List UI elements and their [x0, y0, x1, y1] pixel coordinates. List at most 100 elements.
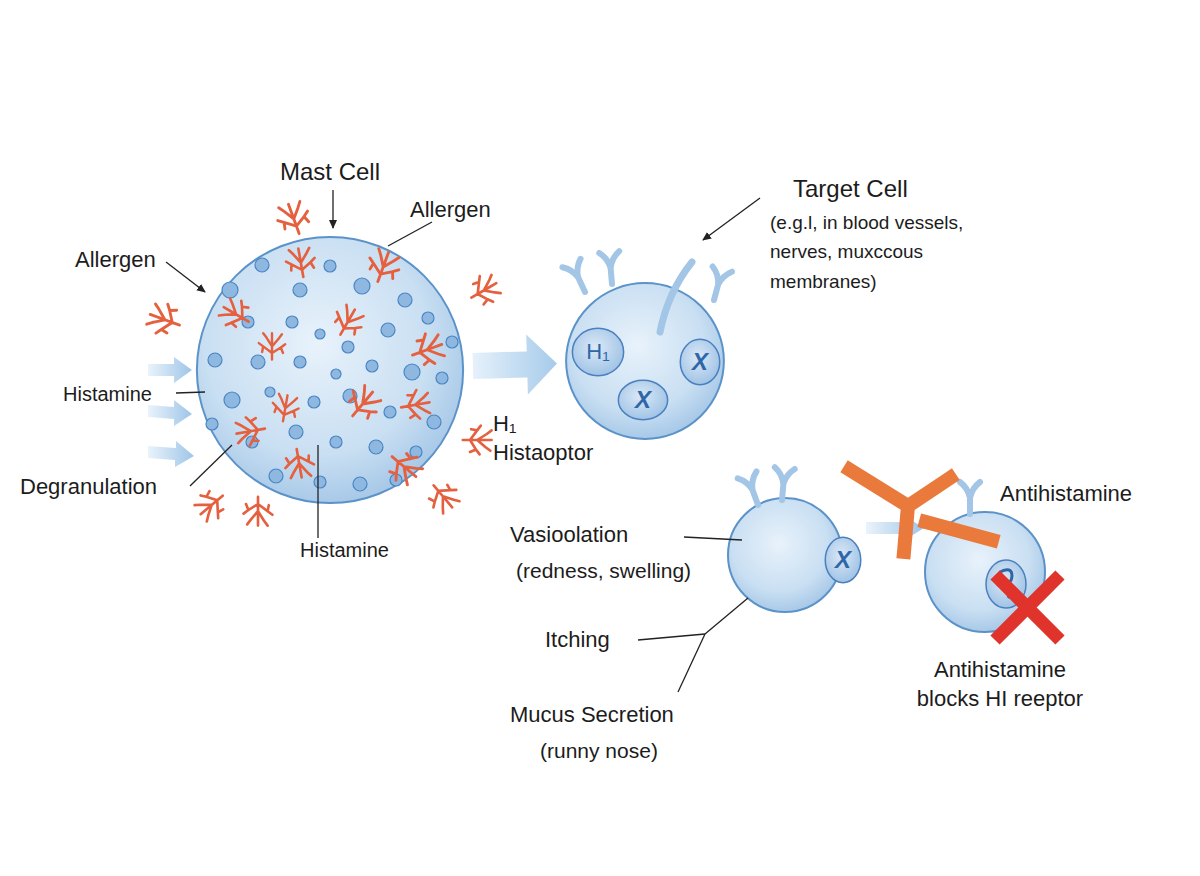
- histamine-granule: [251, 355, 265, 369]
- allergen-symbol: [244, 497, 273, 526]
- leader-line: [684, 537, 742, 540]
- leader-line: [332, 190, 333, 228]
- histamine-granule: [384, 406, 396, 418]
- cell-description: (e.g.l, in blood vessels, nerves, muxcco…: [770, 208, 1005, 296]
- histamine-granule: [342, 341, 354, 353]
- mast-cell-outline: [195, 235, 465, 505]
- leader-line: [638, 634, 705, 640]
- mast-cell: Mast Cell: [195, 235, 465, 505]
- histamine-granule: [390, 474, 402, 486]
- block-arrow: [866, 513, 924, 543]
- effect-note: (redness, swelling): [516, 557, 691, 584]
- histamine-granule: [330, 436, 342, 448]
- cell-nucleus-body: [618, 380, 667, 419]
- nucleus-text: X: [825, 537, 861, 583]
- histamine-granule: [208, 353, 222, 367]
- histamine-granule: [308, 396, 320, 408]
- part-label: Allergen: [410, 196, 491, 225]
- receptor-label: H₁ Histaoptor: [493, 410, 618, 467]
- granule-group: [206, 258, 458, 491]
- cell-nucleus: [986, 560, 1026, 608]
- effect-note: (runny nose): [540, 737, 658, 764]
- h1-receptor: [772, 467, 795, 501]
- target-cell-body: [566, 283, 724, 439]
- target-cell: Target Cell(e.g.l, in blood vessels, ner…: [565, 282, 725, 440]
- histamine-granule: [206, 418, 218, 430]
- histamine-granule: [381, 323, 395, 337]
- leader-line: [388, 222, 432, 246]
- allergen-symbol: [282, 447, 315, 480]
- allergen-symbol: [399, 388, 432, 421]
- histamine-granule: [410, 446, 422, 458]
- cell-heading: Target Cell: [793, 174, 1013, 204]
- histamine-granule: [289, 425, 303, 439]
- allergen-symbol: [259, 333, 285, 359]
- histamine-granule: [427, 415, 441, 429]
- h1-receptor: [704, 267, 732, 303]
- mast-cell-body: [197, 237, 463, 503]
- leader-lines: [166, 190, 760, 692]
- histamine-granule: [294, 356, 306, 368]
- h1-receptor: [599, 251, 622, 285]
- leader-line: [317, 445, 318, 538]
- part-label: Allergen: [75, 246, 156, 275]
- histamine-granule: [436, 372, 448, 384]
- part-label: Histamine: [300, 537, 389, 563]
- histamine-granule: [269, 469, 283, 483]
- h1-receptor: [660, 262, 692, 332]
- part-label: Histamine: [63, 381, 152, 407]
- nucleus-text: X: [618, 380, 668, 420]
- histamine-granule: [224, 392, 240, 408]
- receptor-group: [562, 251, 980, 514]
- inflow-arrow: [148, 441, 194, 467]
- histamine-granule: [446, 336, 458, 348]
- inflow-arrow: [148, 357, 192, 383]
- h1-receptor: [960, 482, 980, 514]
- allergen-symbol: [464, 271, 503, 310]
- cell-nucleus: X: [618, 380, 668, 420]
- histamine-granule: [246, 436, 258, 448]
- allergen-symbol: [270, 393, 301, 424]
- nucleus-text: X: [680, 339, 720, 385]
- allergen-symbol: [363, 247, 403, 287]
- histamine-granule: [404, 364, 420, 380]
- leader-line: [705, 598, 748, 634]
- nucleus-text: H₁: [572, 328, 624, 376]
- allergen-symbol: [328, 302, 367, 341]
- histamine-granule: [324, 260, 336, 272]
- histamine-granule: [265, 387, 275, 397]
- histamine-granule: [398, 293, 412, 307]
- histamine-granule: [343, 389, 357, 403]
- allergen-symbol: [382, 445, 426, 489]
- cell-nucleus-body: [680, 339, 719, 384]
- effect-label: Itching: [545, 626, 610, 655]
- cell-heading: Mast Cell: [195, 157, 465, 187]
- allergen-symbol: [463, 426, 492, 455]
- allergen-symbol: [423, 476, 464, 517]
- histamine-granule: [242, 316, 254, 328]
- leader-line: [166, 262, 205, 292]
- cell-nucleus: H₁: [572, 328, 624, 376]
- drug-note: Antihistamine blocks HI reeptor: [900, 656, 1100, 713]
- allergen-symbol: [145, 300, 185, 340]
- histamine-granule: [315, 329, 325, 339]
- allergen-symbol: [234, 414, 267, 447]
- allergen-symbol: [216, 295, 255, 334]
- part-label: Degranulation: [20, 473, 157, 502]
- drug-label: Antihistamine: [1000, 480, 1132, 509]
- effect-label: Vasioolation: [510, 521, 628, 550]
- leader-line: [176, 392, 205, 393]
- histamine-granule: [366, 360, 378, 372]
- histamine-granule: [353, 477, 367, 491]
- cell-nucleus-body: [572, 328, 623, 375]
- leader-line: [678, 634, 705, 692]
- cell-nucleus: X: [680, 339, 720, 385]
- cell-nucleus: X: [825, 537, 861, 583]
- allergen-symbol: [191, 485, 232, 526]
- histamine-granule: [286, 316, 298, 328]
- leader-line: [190, 445, 232, 486]
- histamine-granule: [354, 278, 370, 294]
- h1-receptor: [562, 259, 594, 296]
